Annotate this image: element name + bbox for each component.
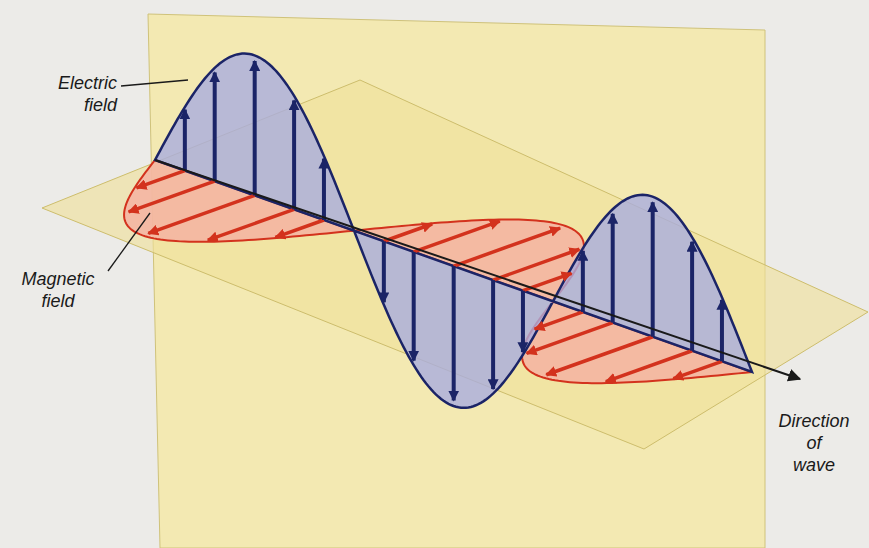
magnetic-arrow [137,171,185,188]
electric-arrow [491,280,495,389]
magnetic-arrow [535,312,583,329]
leader-line [108,213,150,271]
electric-arrow [581,251,585,312]
electric-arrow [690,242,694,351]
electric-arrow [382,241,386,302]
magnetic-arrow [384,224,432,241]
electric-arrow [412,252,416,361]
field-label: Magnetic field [10,268,106,312]
magnetic-arrow [414,221,500,252]
wave-axis [155,160,800,379]
electric-arrow [213,72,217,181]
electric-arrow [322,159,326,220]
electric-arrow [611,214,615,323]
electric-arrow [651,202,655,336]
field-label: Electric field [37,72,117,116]
magnetic-arrow [129,181,215,212]
electric-arrow [452,266,456,400]
magnetic-arrow [673,361,722,378]
field-label: Direction of wave [770,410,858,476]
magnetic-arrow [275,220,324,237]
electric-arrows [185,61,722,400]
electric-arrow [292,100,296,209]
leader-line [121,80,188,86]
electric-arrow [183,110,187,171]
electric-arrow [253,61,257,195]
electric-arrow [521,291,525,352]
magnetic-arrow [527,323,613,354]
horizontal-plane [42,80,868,449]
magnetic-arrows [129,171,722,382]
electric-wave [155,54,752,408]
